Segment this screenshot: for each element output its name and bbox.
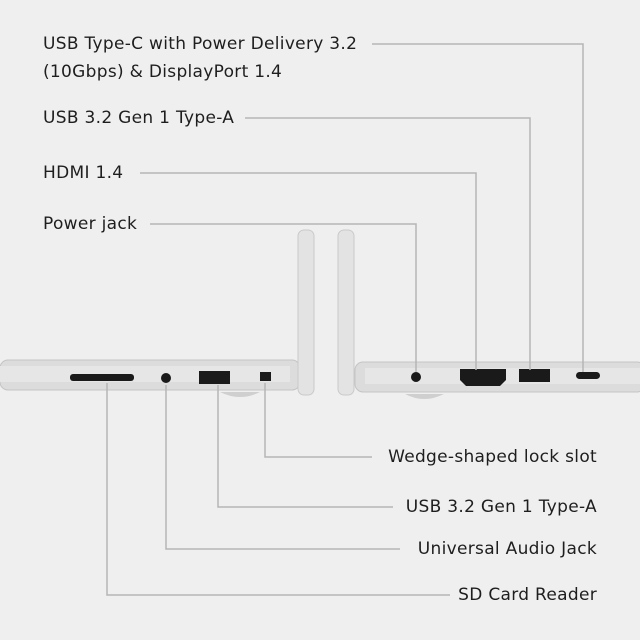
label-usb-a-right: USB 3.2 Gen 1 Type-A	[43, 108, 235, 128]
label-lock-slot: Wedge-shaped lock slot	[388, 447, 597, 467]
leader-lines	[106, 43, 584, 596]
label-usb-c-line2: (10Gbps) & DisplayPort 1.4	[43, 62, 283, 82]
usb-a-port-left-icon	[199, 371, 230, 384]
label-hdmi: HDMI 1.4	[43, 163, 124, 183]
label-power-jack: Power jack	[43, 214, 138, 234]
label-usb-c-line1: USB Type-C with Power Delivery 3.2	[43, 34, 358, 54]
right-laptop	[337, 229, 640, 399]
label-audio-jack: Universal Audio Jack	[417, 539, 597, 559]
label-sd-card: SD Card Reader	[458, 585, 597, 605]
label-usb-c: USB Type-C with Power Delivery 3.2 (10Gb…	[43, 32, 357, 84]
lock-slot-icon	[260, 372, 271, 381]
power-jack-icon	[411, 372, 421, 382]
left-laptop	[0, 229, 315, 397]
usb-c-port-icon	[576, 372, 600, 379]
hdmi-port-icon	[460, 369, 506, 386]
sd-card-slot-icon	[70, 374, 134, 381]
label-usb-a-left: USB 3.2 Gen 1 Type-A	[405, 497, 597, 517]
usb-a-port-right-icon	[519, 369, 550, 382]
audio-jack-icon	[161, 373, 171, 383]
